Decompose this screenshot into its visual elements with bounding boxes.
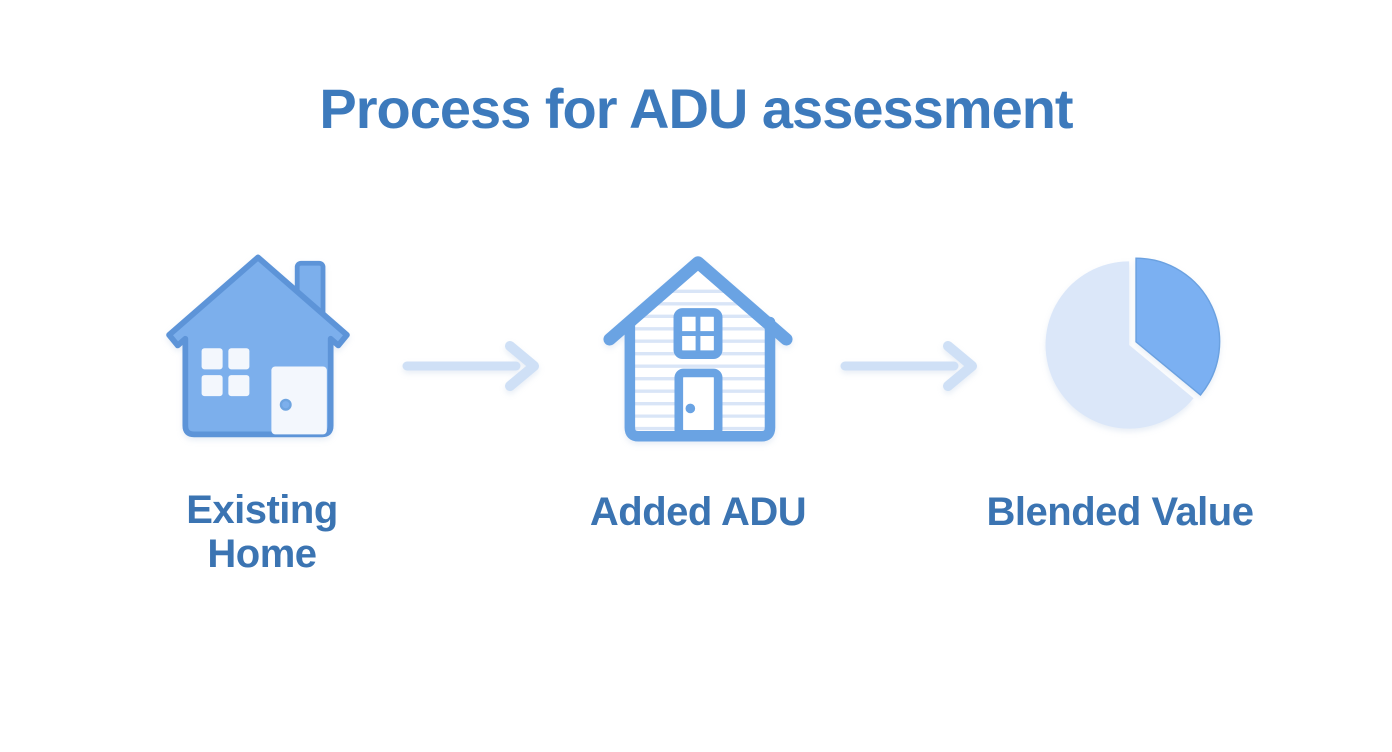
adu-roof (603, 256, 793, 346)
step-label-added-adu: Added ADU (589, 490, 807, 534)
adu-door (674, 368, 723, 439)
right-arrow-icon (840, 341, 977, 391)
door-knob (279, 398, 292, 411)
existing-home-house-icon (166, 254, 350, 438)
right-arrow-icon (402, 341, 539, 391)
house-window (201, 348, 250, 397)
adu-house-icon (603, 256, 793, 442)
adu-walls (624, 316, 776, 442)
blended-value-pie-icon (1045, 257, 1221, 429)
adu-window (673, 308, 723, 359)
step-label-blended-value: Blended Value (986, 490, 1254, 534)
pie-slice-dark (1135, 257, 1221, 397)
pie-slice-light (1045, 261, 1194, 429)
step-label-existing-home: Existing Home (186, 488, 338, 576)
adu-door-knob (685, 403, 696, 414)
page-title: Process for ADU assessment (319, 77, 1073, 140)
house-door (271, 366, 327, 435)
